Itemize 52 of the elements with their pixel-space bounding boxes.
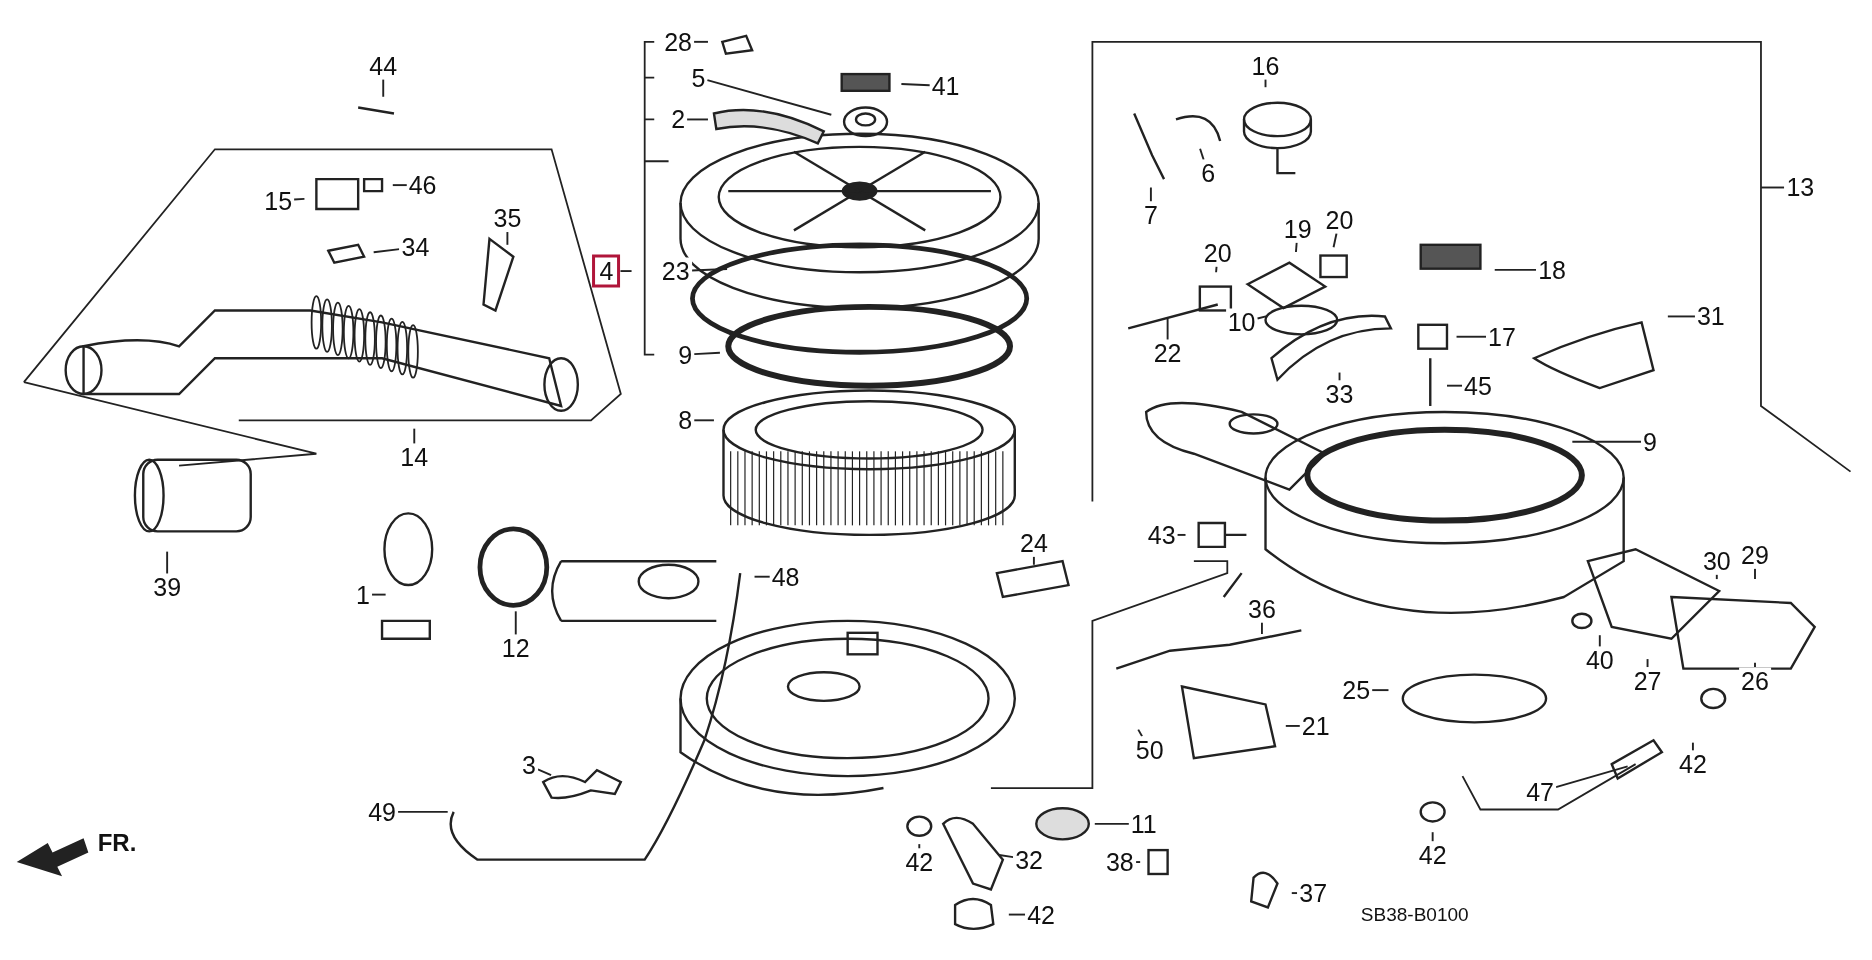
leader-line <box>1598 634 1601 648</box>
leader-line <box>396 810 449 813</box>
leader-line <box>413 427 416 445</box>
leader-line <box>506 231 509 246</box>
leader-line <box>372 248 401 254</box>
leader-line <box>1260 621 1263 635</box>
leader-line <box>1176 533 1187 536</box>
leader-line <box>1646 658 1649 669</box>
leader-line <box>1093 822 1130 825</box>
leader-line <box>1760 186 1786 189</box>
leader-line <box>391 184 408 187</box>
leader-line <box>693 40 709 43</box>
leader-line <box>1666 315 1696 318</box>
leader-line <box>1446 384 1464 387</box>
leader-line <box>1032 555 1035 566</box>
leader-line <box>1571 440 1642 443</box>
leader-line <box>998 854 1015 859</box>
leader-line <box>1256 315 1268 320</box>
leader-line <box>1134 861 1142 863</box>
leader-line <box>1137 728 1143 738</box>
leader-line <box>514 610 517 636</box>
leader-line <box>686 118 709 121</box>
leader-line <box>370 593 387 596</box>
leader-line <box>1295 241 1298 253</box>
leader-line <box>1715 573 1718 581</box>
leader-line <box>918 843 921 850</box>
leader-line <box>166 550 169 575</box>
leader-line <box>753 575 771 578</box>
leader-line <box>1332 232 1338 249</box>
leader-line <box>1754 567 1756 581</box>
leader-line <box>1754 661 1756 669</box>
leader-line <box>690 268 729 272</box>
leader-line <box>693 419 715 422</box>
leader-line <box>1431 831 1434 843</box>
leader-line <box>1149 186 1152 203</box>
leader-line <box>1199 147 1205 161</box>
leader-line <box>1290 892 1299 895</box>
leader-line <box>1555 765 1629 789</box>
leader-line <box>1166 317 1169 341</box>
leader-line <box>1493 268 1538 271</box>
leader-line <box>1691 741 1694 752</box>
leader-line <box>900 83 931 87</box>
leader-line <box>1284 725 1301 727</box>
callout-number: 4 <box>592 254 621 288</box>
leader-line <box>619 270 633 273</box>
leader-line <box>1371 689 1390 692</box>
leader-line <box>706 79 833 116</box>
leader-line <box>382 78 385 98</box>
leader-line <box>1455 335 1487 338</box>
leader-line <box>693 351 721 356</box>
leader-line <box>1007 913 1027 916</box>
leader-line <box>293 197 306 201</box>
